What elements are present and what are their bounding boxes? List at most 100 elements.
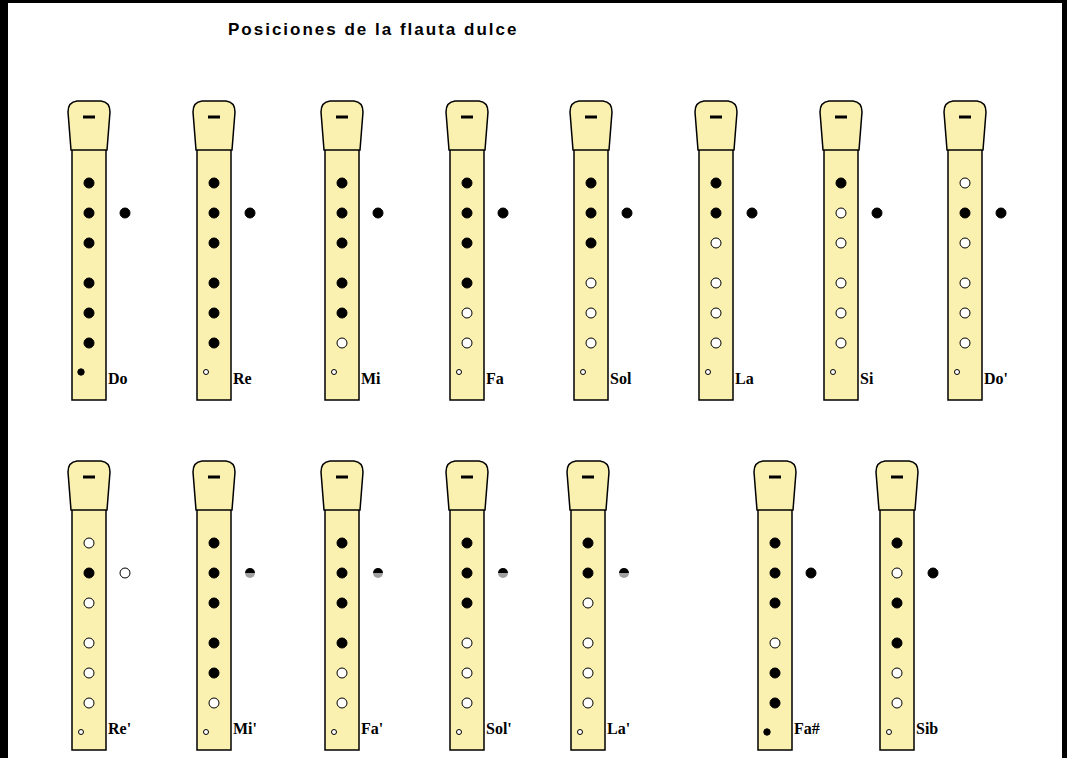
closed-hole bbox=[462, 208, 472, 218]
recorder-fingering: Re bbox=[169, 100, 269, 400]
closed-hole bbox=[892, 538, 902, 548]
recorder-drawing bbox=[297, 100, 397, 400]
thumb-closed bbox=[747, 208, 757, 218]
open-hole bbox=[586, 278, 596, 288]
note-name: La' bbox=[607, 720, 630, 738]
recorder-head bbox=[321, 461, 363, 510]
closed-hole bbox=[462, 598, 472, 608]
windway-mark bbox=[208, 116, 220, 119]
recorder-tube bbox=[325, 148, 359, 400]
closed-hole bbox=[78, 369, 84, 375]
recorder-tube bbox=[72, 508, 106, 750]
open-hole bbox=[457, 730, 462, 735]
recorder-drawing bbox=[546, 100, 646, 400]
note-name: Sib bbox=[916, 720, 938, 738]
windway-mark bbox=[83, 476, 95, 479]
closed-hole bbox=[337, 208, 347, 218]
closed-hole bbox=[462, 178, 472, 188]
windway-mark bbox=[959, 116, 971, 119]
open-hole bbox=[586, 338, 596, 348]
recorder-fingering: La' bbox=[543, 460, 643, 750]
recorder-drawing bbox=[920, 100, 1020, 400]
recorder-drawing bbox=[169, 100, 269, 400]
open-hole bbox=[706, 370, 711, 375]
open-hole bbox=[887, 730, 892, 735]
recorder-drawing bbox=[297, 460, 397, 750]
open-hole bbox=[79, 730, 84, 735]
windway-mark bbox=[208, 476, 220, 479]
closed-hole bbox=[337, 178, 347, 188]
recorder-tube bbox=[699, 148, 733, 400]
recorder-head bbox=[193, 461, 235, 510]
closed-hole bbox=[209, 238, 219, 248]
windway-mark bbox=[769, 476, 781, 479]
closed-hole bbox=[462, 238, 472, 248]
recorder-fingering: Do bbox=[44, 100, 144, 400]
recorder-head bbox=[68, 101, 110, 150]
recorder-tube bbox=[197, 508, 231, 750]
open-hole bbox=[960, 308, 970, 318]
windway-mark bbox=[336, 116, 348, 119]
recorder-head bbox=[567, 461, 609, 510]
thumb-closed bbox=[373, 208, 383, 218]
recorder-fingering: Sol bbox=[546, 100, 646, 400]
recorder-head bbox=[754, 461, 796, 510]
open-hole bbox=[711, 338, 721, 348]
recorder-tube bbox=[72, 148, 106, 400]
windway-mark bbox=[585, 116, 597, 119]
closed-hole bbox=[337, 238, 347, 248]
closed-hole bbox=[586, 208, 596, 218]
note-name: Re' bbox=[108, 720, 131, 738]
open-hole bbox=[457, 370, 462, 375]
recorder-fingering: Mi bbox=[297, 100, 397, 400]
closed-hole bbox=[462, 568, 472, 578]
open-hole bbox=[892, 668, 902, 678]
open-hole bbox=[583, 668, 593, 678]
recorder-head bbox=[446, 101, 488, 150]
closed-hole bbox=[770, 538, 780, 548]
thumb-closed bbox=[928, 568, 938, 578]
recorder-tube bbox=[571, 508, 605, 750]
closed-hole bbox=[84, 278, 94, 288]
note-name: Fa# bbox=[794, 720, 820, 738]
note-name: Re bbox=[233, 370, 252, 388]
open-hole bbox=[337, 338, 347, 348]
open-hole bbox=[462, 308, 472, 318]
open-hole bbox=[84, 668, 94, 678]
recorder-fingering: Fa bbox=[422, 100, 522, 400]
open-hole bbox=[462, 638, 472, 648]
closed-hole bbox=[337, 568, 347, 578]
recorder-tube bbox=[880, 508, 914, 750]
open-hole bbox=[578, 730, 583, 735]
recorder-head bbox=[820, 101, 862, 150]
note-name: Fa' bbox=[361, 720, 383, 738]
recorder-fingering: Re' bbox=[44, 460, 144, 750]
recorder-head bbox=[570, 101, 612, 150]
windway-mark bbox=[710, 116, 722, 119]
windway-mark bbox=[835, 116, 847, 119]
closed-hole bbox=[337, 308, 347, 318]
recorder-fingering: La bbox=[671, 100, 771, 400]
recorder-head bbox=[193, 101, 235, 150]
recorder-tube bbox=[824, 148, 858, 400]
thumb-closed bbox=[245, 208, 255, 218]
closed-hole bbox=[960, 208, 970, 218]
closed-hole bbox=[770, 698, 780, 708]
recorder-drawing bbox=[422, 460, 522, 750]
open-hole bbox=[960, 178, 970, 188]
open-hole bbox=[462, 338, 472, 348]
thumb-open bbox=[120, 568, 130, 578]
closed-hole bbox=[770, 568, 780, 578]
closed-hole bbox=[892, 638, 902, 648]
closed-hole bbox=[209, 178, 219, 188]
thumb-closed bbox=[498, 208, 508, 218]
closed-hole bbox=[209, 278, 219, 288]
windway-mark bbox=[891, 476, 903, 479]
note-name: Sol' bbox=[486, 720, 512, 738]
open-hole bbox=[960, 278, 970, 288]
recorder-drawing bbox=[44, 460, 144, 750]
thumb-closed bbox=[996, 208, 1006, 218]
recorder-head bbox=[68, 461, 110, 510]
closed-hole bbox=[84, 308, 94, 318]
closed-hole bbox=[770, 668, 780, 678]
